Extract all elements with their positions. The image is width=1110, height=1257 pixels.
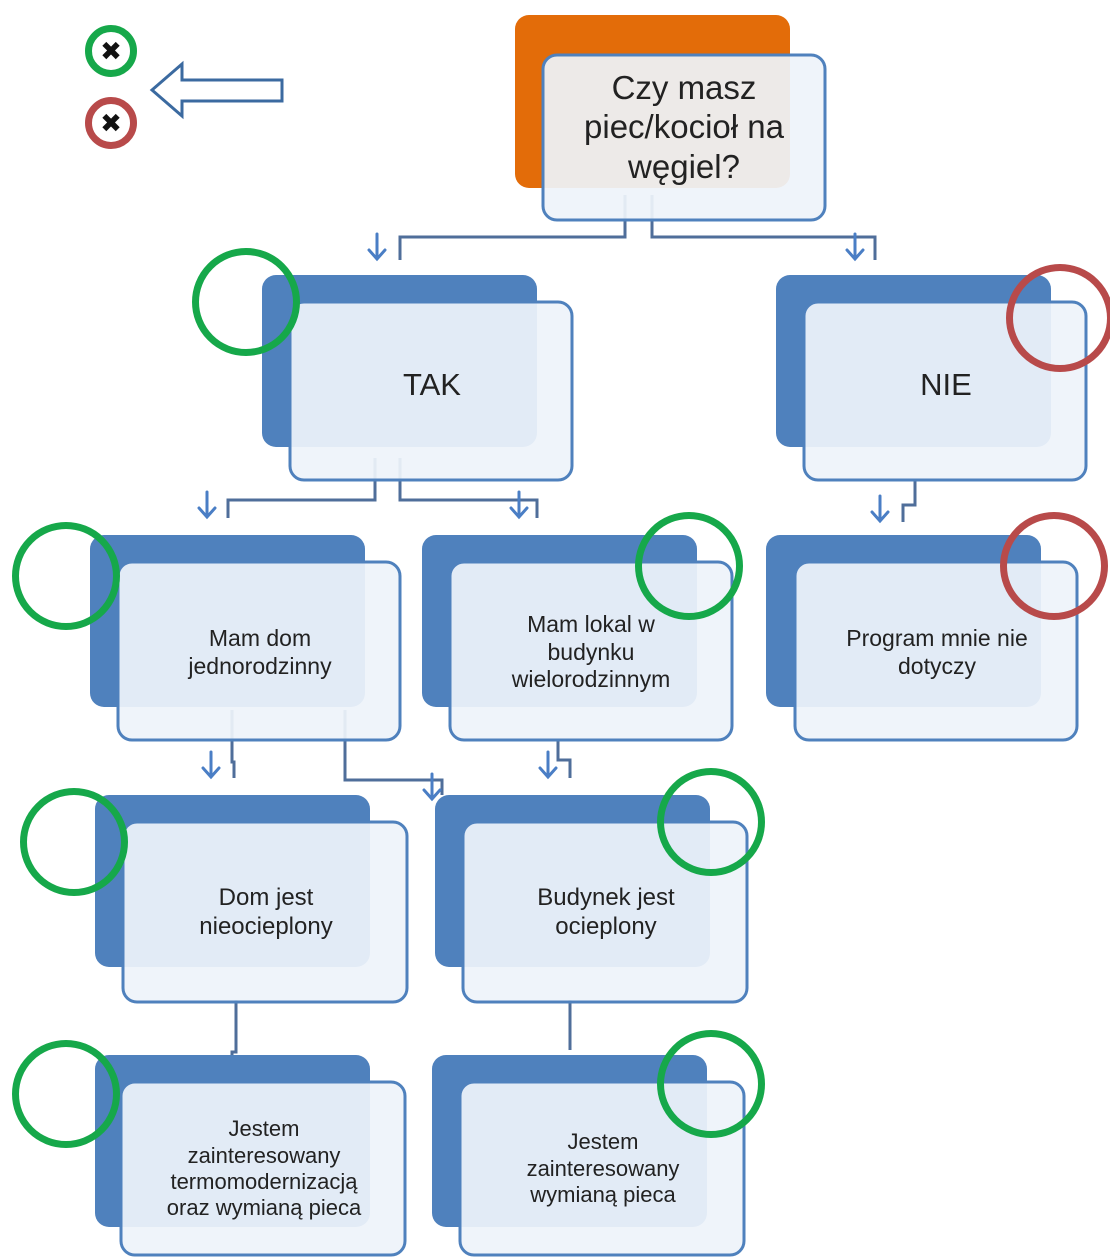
- node-wymiana-card: [458, 1080, 746, 1257]
- node-ocieplony-card: [461, 820, 749, 1004]
- status-circle-yes-dom: [12, 522, 120, 630]
- node-ocieplony-text: Budynek jest ocieplony: [537, 883, 675, 940]
- status-circle-yes-ocieplony: [657, 768, 765, 876]
- legend-no-icon: ✖: [85, 97, 137, 149]
- status-circle-no-program: [1000, 512, 1108, 620]
- node-dom-card: [116, 560, 402, 742]
- arrowhead-icon: [367, 232, 387, 262]
- status-circle-yes-wymiana: [657, 1030, 765, 1138]
- arrowhead-icon: [201, 750, 221, 780]
- connector-lokal-ocieplony: [556, 740, 572, 778]
- status-circle-yes-tak: [192, 248, 300, 356]
- node-nie-text: NIE: [920, 367, 972, 403]
- connector-nie-program: [901, 480, 917, 522]
- node-root-text: Czy masz piec/kocioł na węgiel?: [584, 68, 784, 185]
- arrowhead-icon: [509, 490, 529, 520]
- arrowhead-icon: [422, 772, 442, 802]
- node-root-card: [541, 53, 827, 222]
- arrowhead-icon: [197, 490, 217, 520]
- node-tak-card: [288, 300, 574, 482]
- arrowheads: [197, 232, 890, 802]
- arrowhead-icon: [870, 494, 890, 524]
- node-dom-text: Mam dom jednorodzinny: [188, 624, 332, 679]
- node-tak-text: TAK: [403, 367, 461, 403]
- legend-yes-icon: ✖: [85, 25, 137, 77]
- legend-yes-symbol: ✖: [100, 35, 122, 66]
- status-circle-yes-lokal: [635, 512, 743, 620]
- status-circle-no-nie: [1006, 264, 1110, 372]
- status-circle-yes-nieocieplony: [20, 788, 128, 896]
- node-termo-card: [119, 1080, 407, 1257]
- status-circle-yes-termo: [12, 1040, 120, 1148]
- node-nieocieplony-card: [121, 820, 409, 1004]
- arrowhead-icon: [845, 232, 865, 262]
- node-program-text: Program mnie nie dotyczy: [846, 624, 1028, 679]
- connector-dom-ocieplony: [343, 710, 444, 795]
- arrowhead-icon: [538, 750, 558, 780]
- node-nieocieplony-text: Dom jest nieocieplony: [199, 883, 333, 940]
- node-lokal-text: Mam lokal w budynku wielorodzinnym: [511, 611, 671, 693]
- node-wymiana-text: Jestem zainteresowany wymianą pieca: [526, 1129, 680, 1208]
- left-arrow-outline-icon: [149, 60, 284, 120]
- legend-no-symbol: ✖: [100, 107, 122, 138]
- node-termo-text: Jestem zainteresowany termomodernizacją …: [166, 1116, 362, 1221]
- node-program-card: [793, 560, 1079, 742]
